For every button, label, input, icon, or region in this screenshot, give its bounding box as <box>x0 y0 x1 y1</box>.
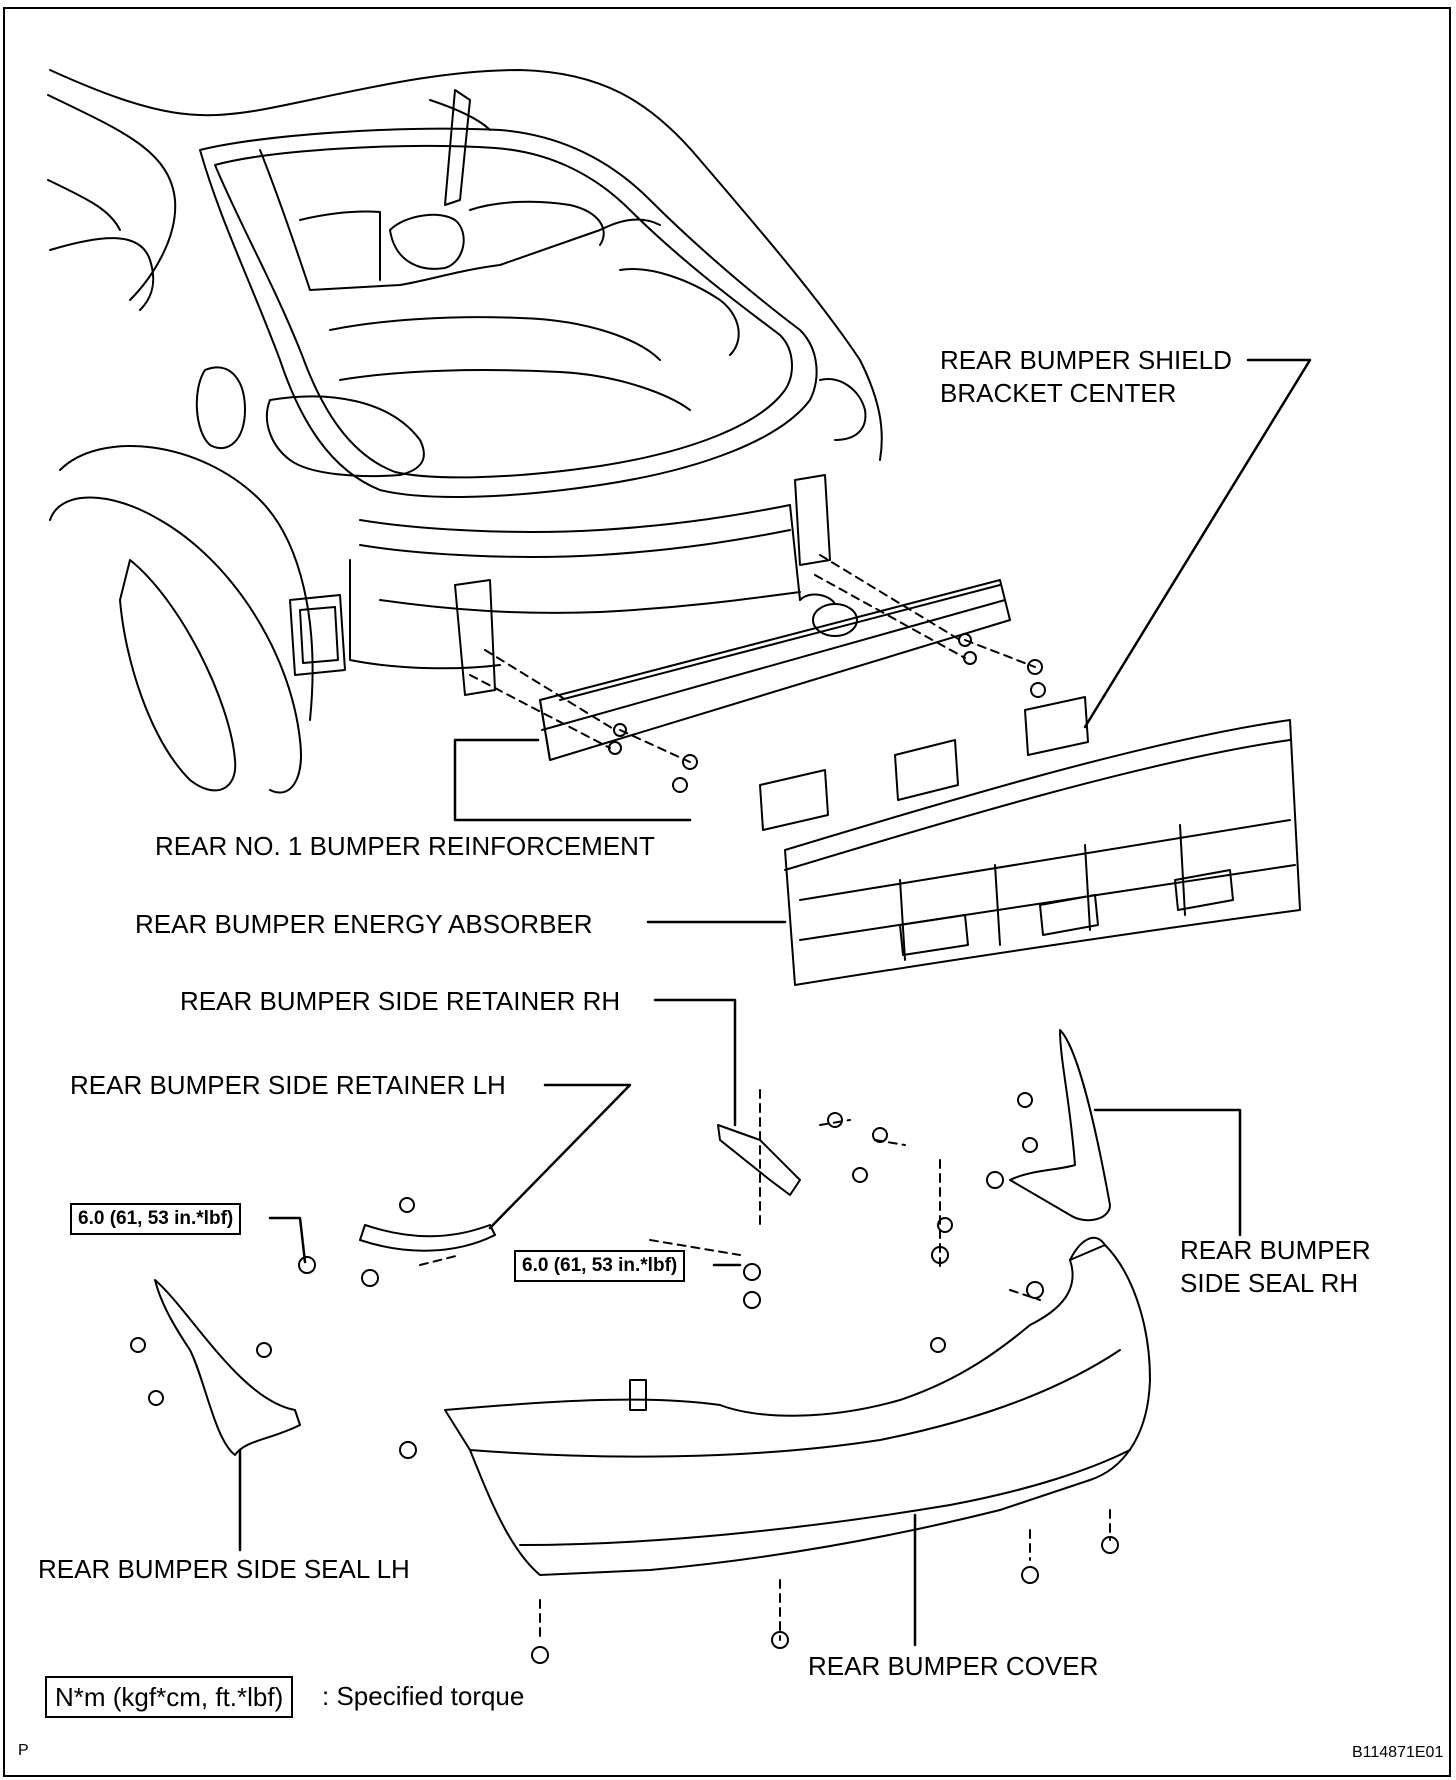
diagram-border <box>3 7 1451 1777</box>
energy-absorber-part <box>784 719 1301 986</box>
legend-torque-description: : Specified torque <box>322 1681 525 1711</box>
bumper-reinforcement-part <box>539 579 1046 793</box>
torque-box-retainer-lh: 6.0 (61, 53 in.*lbf) <box>70 1203 242 1235</box>
label-side-retainer-rh: REAR BUMPER SIDE RETAINER RH <box>180 986 621 1016</box>
alignment-lines <box>419 554 1111 1641</box>
side-seal-parts <box>154 1029 1111 1456</box>
label-side-retainer-lh: REAR BUMPER SIDE RETAINER LH <box>70 1070 506 1100</box>
shield-bracket-parts <box>759 696 1089 831</box>
label-shield-bracket-line1: REAR BUMPER SHIELD <box>940 345 1232 375</box>
figure-code: B114871E01 <box>1352 1744 1444 1761</box>
leader-lines <box>238 358 1312 1647</box>
label-side-seal-rh-line2: SIDE SEAL RH <box>1180 1268 1359 1298</box>
side-retainer-parts <box>359 1124 801 1252</box>
label-bumper-cover: REAR BUMPER COVER <box>808 1651 1099 1681</box>
footer-left-mark: P <box>18 1742 29 1759</box>
label-energy-absorber: REAR BUMPER ENERGY ABSORBER <box>135 909 593 939</box>
label-reinforcement: REAR NO. 1 BUMPER REINFORCEMENT <box>155 831 655 861</box>
legend-torque-unit: N*m (kgf*cm, ft.*lbf) <box>45 1676 294 1718</box>
label-side-seal-lh: REAR BUMPER SIDE SEAL LH <box>38 1554 410 1584</box>
bumper-cover-part <box>444 1236 1151 1576</box>
fasteners <box>130 1092 1119 1664</box>
vehicle-rear-body <box>47 69 883 794</box>
torque-box-cover: 6.0 (61, 53 in.*lbf) <box>514 1250 686 1282</box>
label-shield-bracket-line2: BRACKET CENTER <box>940 378 1177 408</box>
label-side-seal-rh-line1: REAR BUMPER <box>1180 1235 1371 1265</box>
